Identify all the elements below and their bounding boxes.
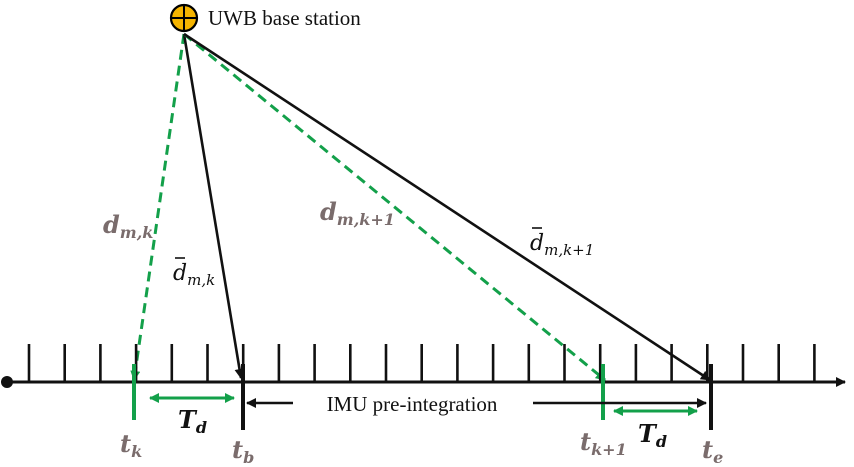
imu-preintegration-label: IMU pre-integration (327, 392, 498, 416)
label-t-b-base: t (232, 435, 243, 464)
label-t-k: tk (120, 429, 142, 461)
label-d-m-k1-sub: m,k+1 (337, 210, 395, 229)
predicted-range-line-k (182, 33, 245, 379)
label-d-m-k1: dm,k+1 (320, 197, 395, 229)
label-td-right-base: T (638, 419, 658, 448)
label-t-k1-sub: k+1 (591, 440, 627, 459)
label-dbar-m-k: dm,k (173, 261, 215, 289)
label-td-right-sub: d (656, 432, 667, 451)
predicted-range-line-k1 (183, 32, 711, 382)
label-dbar-m-k-group: dm,k (173, 257, 215, 289)
label-t-k-base: t (120, 429, 131, 458)
label-dbar-m-k-base: d (173, 261, 187, 286)
base-station-label: UWB base station (208, 6, 361, 30)
label-t-k1: tk+1 (580, 427, 627, 459)
label-d-m-k-sub: m,k (120, 223, 154, 242)
label-t-e-sub: e (713, 448, 723, 467)
label-d-m-k: dm,k (103, 210, 153, 242)
label-t-b-sub: b (243, 448, 254, 467)
circle-plus-icon (169, 3, 199, 33)
label-dbar-m-k1: dm,k+1 (530, 231, 594, 259)
label-dbar-m-k1-base: d (530, 231, 544, 256)
timeline-ticks (27, 344, 816, 382)
measured-range-line-k (130, 33, 186, 381)
label-td-left-sub: d (196, 418, 207, 437)
label-td-right: Td (638, 419, 667, 451)
label-t-k-sub: k (131, 442, 142, 461)
label-dbar-m-k-sub: m,k (187, 271, 215, 289)
label-t-k1-base: t (580, 427, 591, 456)
label-td-left: Td (178, 405, 207, 437)
label-dbar-m-k1-sub: m,k+1 (544, 241, 594, 259)
measured-range-line-k1 (183, 32, 606, 382)
label-t-e: te (702, 435, 723, 467)
label-td-left-base: T (178, 405, 198, 434)
label-t-b: tb (232, 435, 254, 467)
label-d-m-k-base: d (103, 210, 120, 239)
label-t-e-base: t (702, 435, 713, 464)
label-d-m-k1-base: d (320, 197, 337, 226)
label-dbar-m-k1-group: dm,k+1 (530, 227, 594, 259)
